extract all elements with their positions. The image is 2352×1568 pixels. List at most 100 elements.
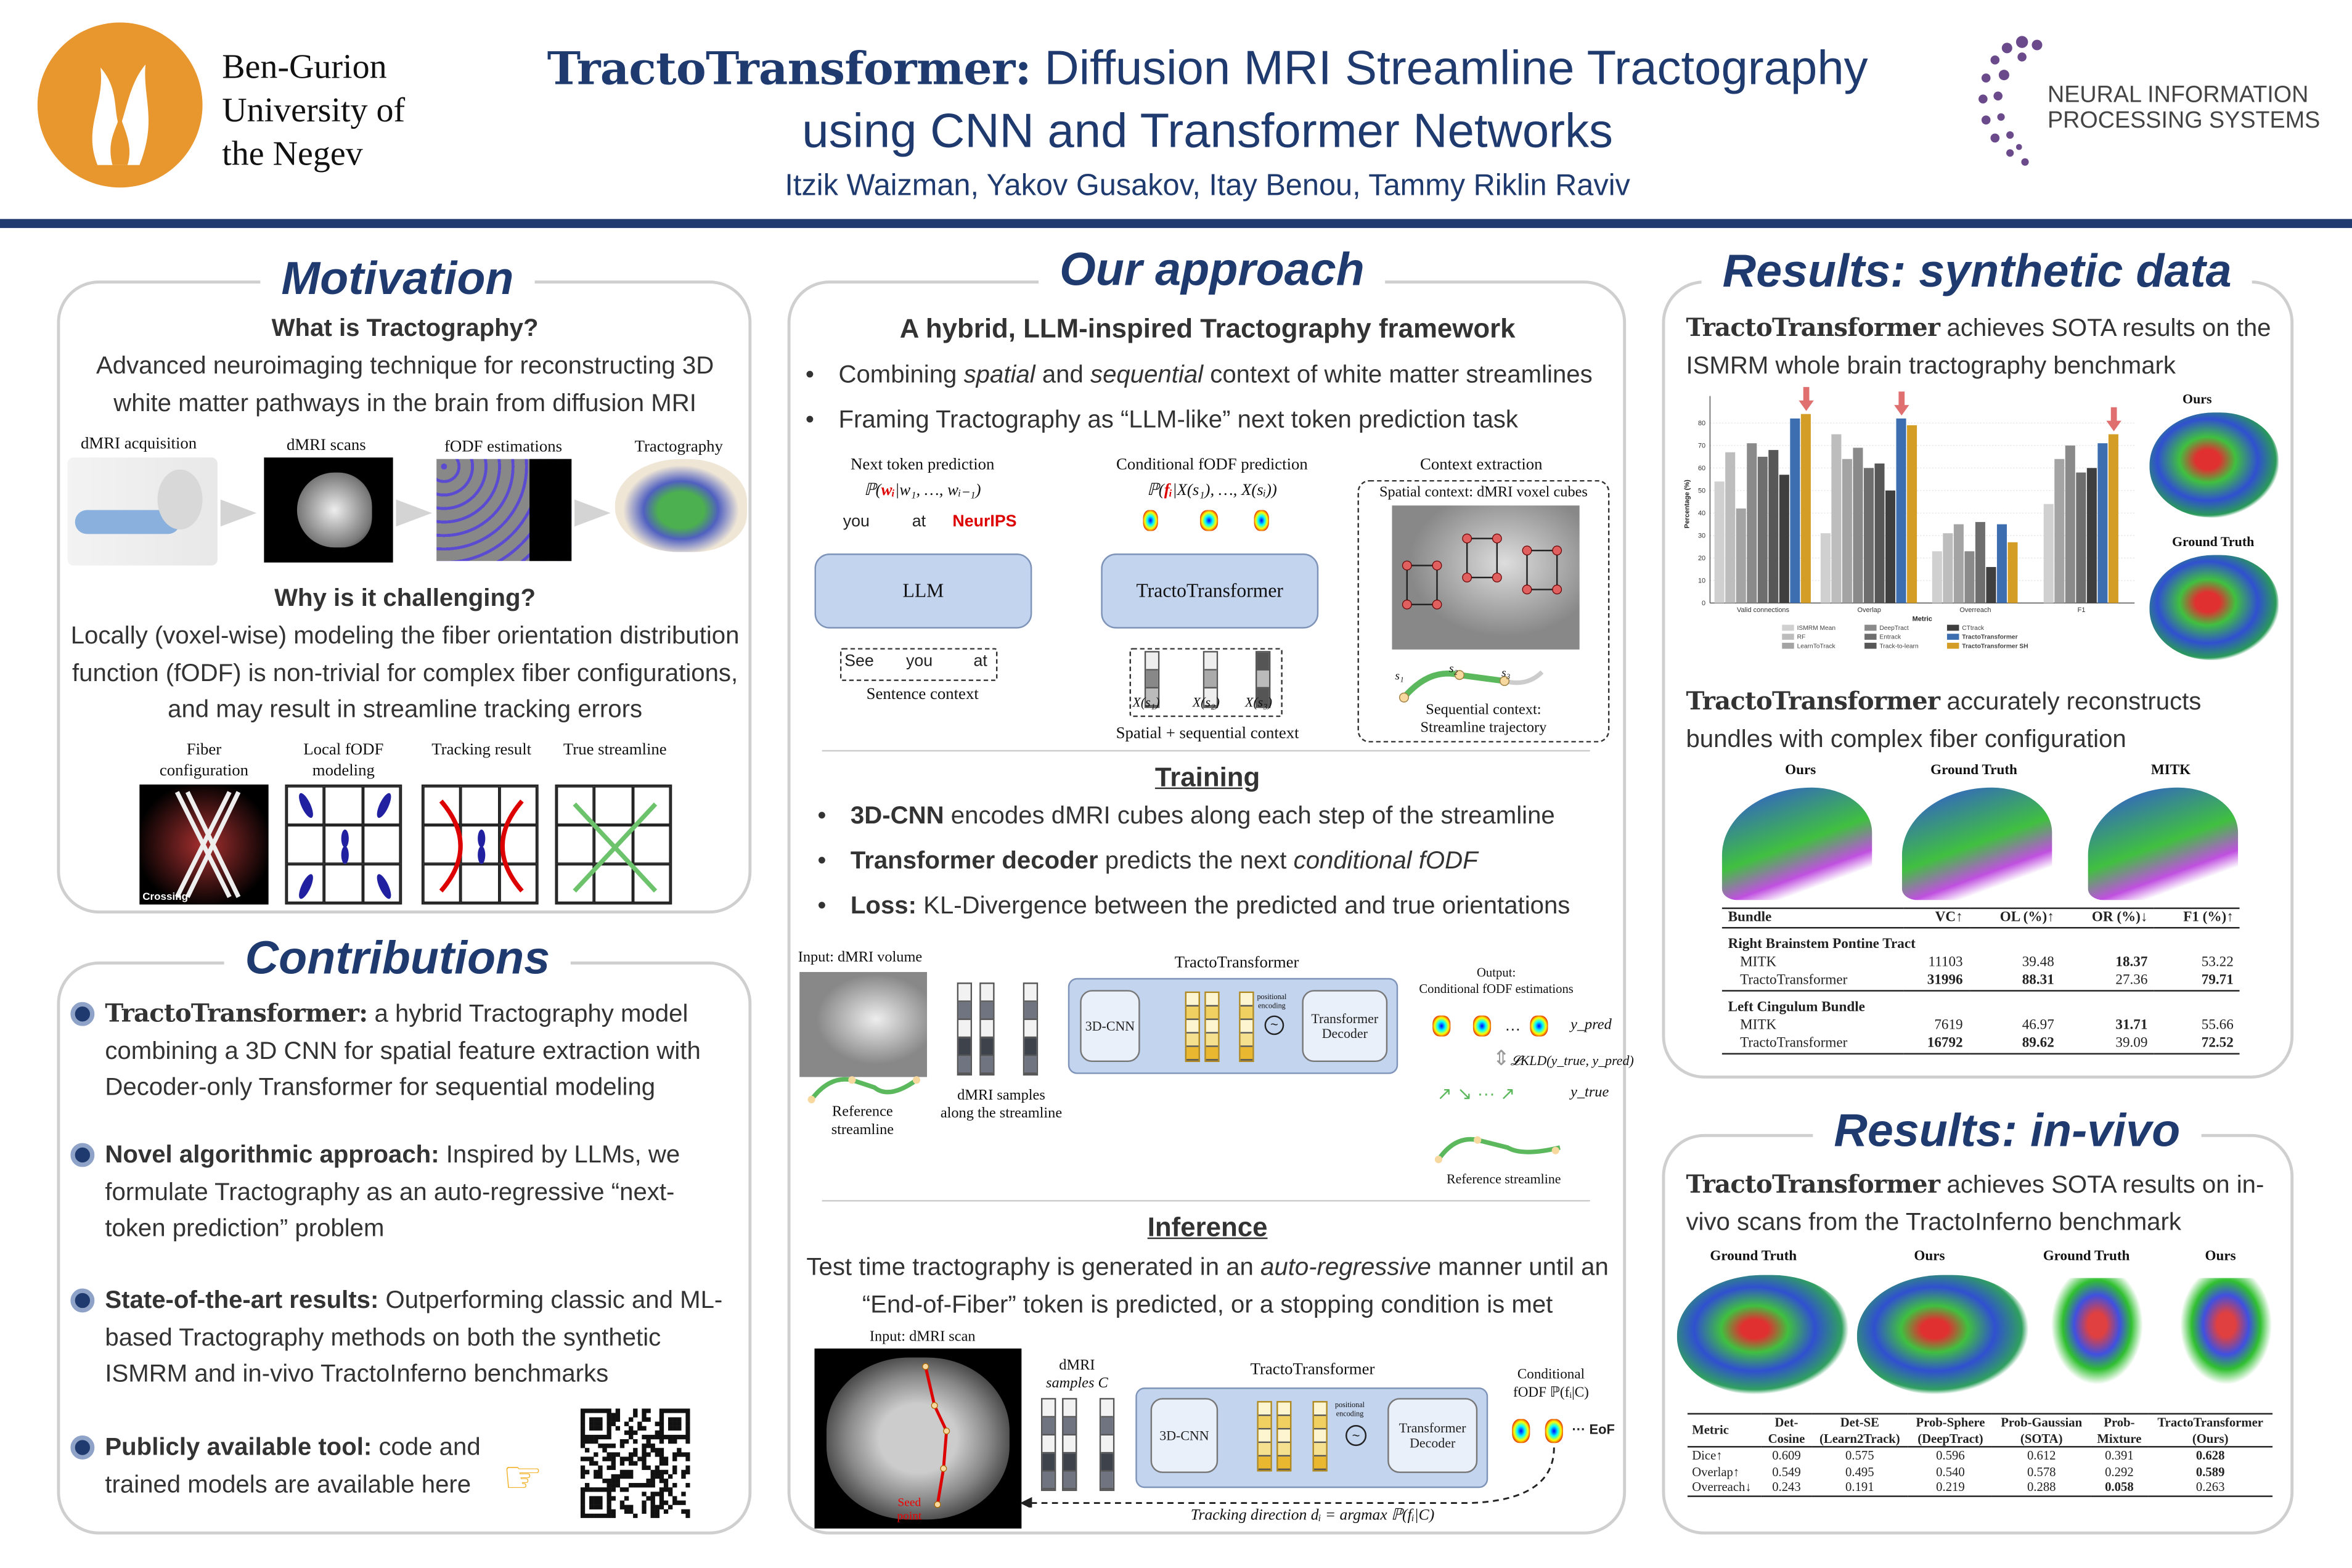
eof-label: ··· EoF <box>1572 1422 1615 1437</box>
cnn-box: 3D-CNN <box>1150 1398 1219 1473</box>
text: dMRI <box>1059 1357 1095 1374</box>
brain-label: Ours <box>2205 1249 2236 1265</box>
feature-column <box>957 982 973 1076</box>
legend-swatch <box>1782 642 1794 649</box>
sentence-context-box <box>839 648 998 681</box>
text: Decoder <box>1321 1026 1368 1041</box>
legend-swatch <box>1782 634 1794 640</box>
value-cell: 55.66 <box>2201 1018 2234 1034</box>
text: encoding <box>1258 1003 1286 1011</box>
qr-code[interactable] <box>580 1408 690 1518</box>
output-token: you <box>843 513 870 531</box>
brain-label: Ground Truth <box>2171 534 2255 549</box>
contribution-item: Publicly available tool: code and traine… <box>105 1429 502 1503</box>
llm-probability: ℙ(wᵢ|w₁, …, wᵢ₋₁) <box>817 480 1027 499</box>
text: Streamline trajectory <box>1420 720 1547 737</box>
method-cell: TractoTransformer <box>1740 1036 1848 1052</box>
feedback-arrow-icon <box>1019 1447 1555 1508</box>
answer-why: Locally (voxel-wise) modeling the fiber … <box>70 622 740 724</box>
method-cell: MITK <box>1740 955 1777 971</box>
text: TractoTransformer <box>1686 1170 1940 1199</box>
value-cell: 27.36 <box>2115 973 2148 989</box>
text: accurately reconstructs bundles with com… <box>1686 688 2202 753</box>
conference-line: PROCESSING SYSTEMS <box>2048 108 2321 134</box>
university-logo <box>37 22 203 188</box>
bar-tractotransformer-sh <box>1800 414 1811 603</box>
answer-what: Advanced neuroimaging technique for reco… <box>96 352 714 417</box>
math: |X(s₁), …, X(sᵢ)) <box>1172 481 1277 500</box>
dmri-volume-image <box>799 972 928 1077</box>
bar-deeptract <box>1747 443 1757 603</box>
header-cell: Det-Cosine <box>1762 1414 1811 1447</box>
mri-scanner-image <box>67 457 218 566</box>
fodf-glyph-icon <box>1199 510 1219 531</box>
legend-swatch <box>1946 634 1959 640</box>
group-name: Right Brainstem Pontine Tract <box>1728 937 1916 953</box>
value-cell: 46.97 <box>2022 1018 2054 1034</box>
university-line: the Negev <box>222 135 363 173</box>
header-line: Prob- <box>2104 1414 2135 1430</box>
bar-deeptract <box>1964 551 1975 603</box>
y-tick-label: 80 <box>1698 420 1705 427</box>
header-cell: F1 (%)↑ <box>2183 910 2234 926</box>
text: Conditional fODF estimations <box>1419 981 1574 996</box>
bar-learntotrack <box>1842 459 1852 603</box>
brain-label: Ours <box>2183 391 2212 407</box>
ground-truth-coronal-image <box>2043 1278 2151 1395</box>
y-tick-label: 70 <box>1698 442 1705 449</box>
output-label: Output:Conditional fODF estimations <box>1403 965 1590 998</box>
header-cell: Prob-Sphere(DeepTract) <box>1908 1414 1993 1447</box>
value-cell: 0.292 <box>2105 1463 2134 1479</box>
true-streamline-grid <box>555 784 672 905</box>
bundle-label: Ours <box>1785 763 1816 779</box>
header-line: Cosine <box>1768 1430 1805 1445</box>
text: along the streamline <box>940 1105 1063 1122</box>
sine-wave-icon: ~ <box>1345 1425 1367 1447</box>
arrow-icon <box>220 499 257 527</box>
text: Transformer <box>1399 1420 1466 1436</box>
bar-entrack <box>2076 472 2086 603</box>
authors: Itzik Waizman, Yakov Gusakov, Itay Benou… <box>785 169 1630 203</box>
title-text: Diffusion MRI Streamline Tractography <box>1031 40 1868 95</box>
embedding-column <box>1312 1401 1328 1472</box>
context-extraction-label: Context extraction <box>1420 455 1543 475</box>
legend-label: RF <box>1797 634 1806 641</box>
contribution-bold: State-of-the-art results: <box>105 1287 379 1314</box>
value-cell: 0.219 <box>1936 1479 1965 1494</box>
value-cell: 0.288 <box>2027 1479 2056 1494</box>
bar-cttrack <box>1885 490 1896 603</box>
approach-bullet: Framing Tractography as “LLM-like” next … <box>806 407 1518 435</box>
invivo-claim: TractoTransformer achieves SOTA results … <box>1686 1167 2278 1240</box>
text: 3D-CNN <box>850 802 944 830</box>
neurips-dots-icon <box>1978 36 2043 166</box>
tracking-error-icon <box>439 799 524 893</box>
x-label: X(s₂) <box>1192 694 1220 710</box>
y-tick-label: 40 <box>1698 510 1705 517</box>
input-label: Input: dMRI volume <box>798 949 923 966</box>
value-cell: 0.243 <box>1772 1479 1801 1494</box>
y-tick-label: 60 <box>1698 465 1705 472</box>
fodf-glyph-icon <box>1512 1419 1530 1443</box>
bundle-label: Ground Truth <box>1930 763 2017 779</box>
dmri-scans-image <box>264 457 393 563</box>
ours-sagittal-image <box>1856 1275 2030 1395</box>
text: TractoTransformer <box>1686 687 1940 716</box>
bar-rf <box>1725 452 1736 603</box>
double-arrow-icon: ⇕ <box>1492 1045 1511 1070</box>
approach-subtitle: A hybrid, LLM-inspired Tractography fram… <box>899 313 1516 344</box>
true-direction-icons: ↗ ↘ ··· ↗ <box>1437 1083 1516 1105</box>
training-bullet: Loss: KL-Divergence between the predicte… <box>817 892 1570 921</box>
s-label: s₃ <box>1501 666 1511 680</box>
legend-label: LearnToTrack <box>1797 643 1836 650</box>
bar-ismrm-mean <box>1820 533 1831 603</box>
value-cell: 79.71 <box>2201 973 2234 989</box>
